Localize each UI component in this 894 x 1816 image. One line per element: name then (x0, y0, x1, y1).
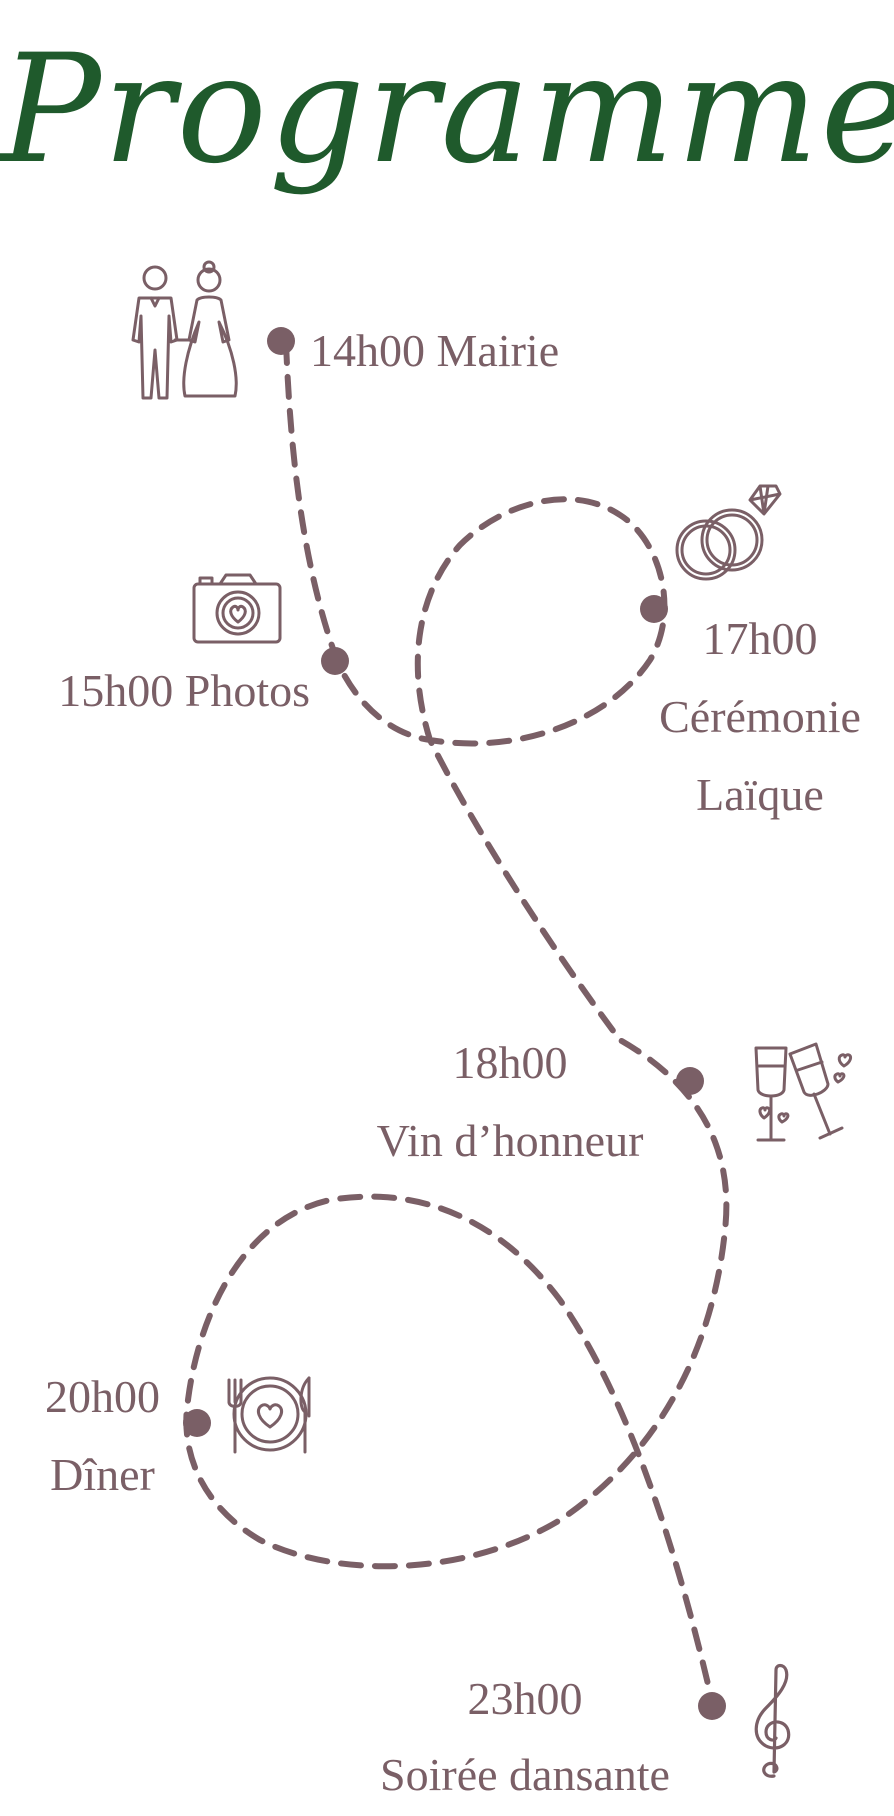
event-name-line1: Cérémonie (659, 691, 861, 742)
event-time: 17h00 (702, 613, 818, 664)
event-time: 20h00 (45, 1371, 160, 1422)
treble-clef-icon (754, 1663, 791, 1778)
event-time: 18h00 (452, 1037, 568, 1088)
event-name: Soirée dansante (380, 1749, 670, 1800)
event-name-line2: Laïque (696, 769, 824, 820)
marker-dot-ceremonie (640, 595, 668, 623)
bride-groom-icon (131, 260, 238, 400)
dashed-route (183, 340, 730, 1713)
marker-dot-soiree (698, 1692, 726, 1720)
wedding-rings-icon (675, 484, 782, 581)
marker-dot-photos (321, 647, 349, 675)
event-photos-label: 15h00 Photos (35, 662, 310, 720)
event-vin-label: 18h00 Vin d’honneur (360, 1034, 660, 1170)
champagne-glasses-icon (754, 1042, 853, 1142)
marker-dot-diner (183, 1409, 211, 1437)
event-soiree-label: 23h00 Soirée dansante (355, 1670, 695, 1804)
page-title: Programme (0, 23, 894, 197)
event-mairie-label: 14h00 Mairie (310, 322, 559, 380)
event-ceremonie-label: 17h00 Cérémonie Laïque (640, 610, 880, 824)
camera-heart-icon (192, 573, 282, 644)
marker-dot-mairie (267, 327, 295, 355)
event-name: Vin d’honneur (376, 1115, 644, 1166)
marker-dot-vin (676, 1067, 704, 1095)
event-time: 14h00 (310, 325, 425, 376)
event-time: 15h00 (58, 665, 174, 716)
event-time: 23h00 (467, 1673, 583, 1724)
event-name: Photos (184, 665, 310, 716)
event-name: Mairie (436, 325, 560, 376)
dinner-plate-icon (227, 1376, 311, 1454)
event-diner-label: 20h00 Dîner (20, 1368, 185, 1504)
event-name: Dîner (50, 1449, 155, 1500)
